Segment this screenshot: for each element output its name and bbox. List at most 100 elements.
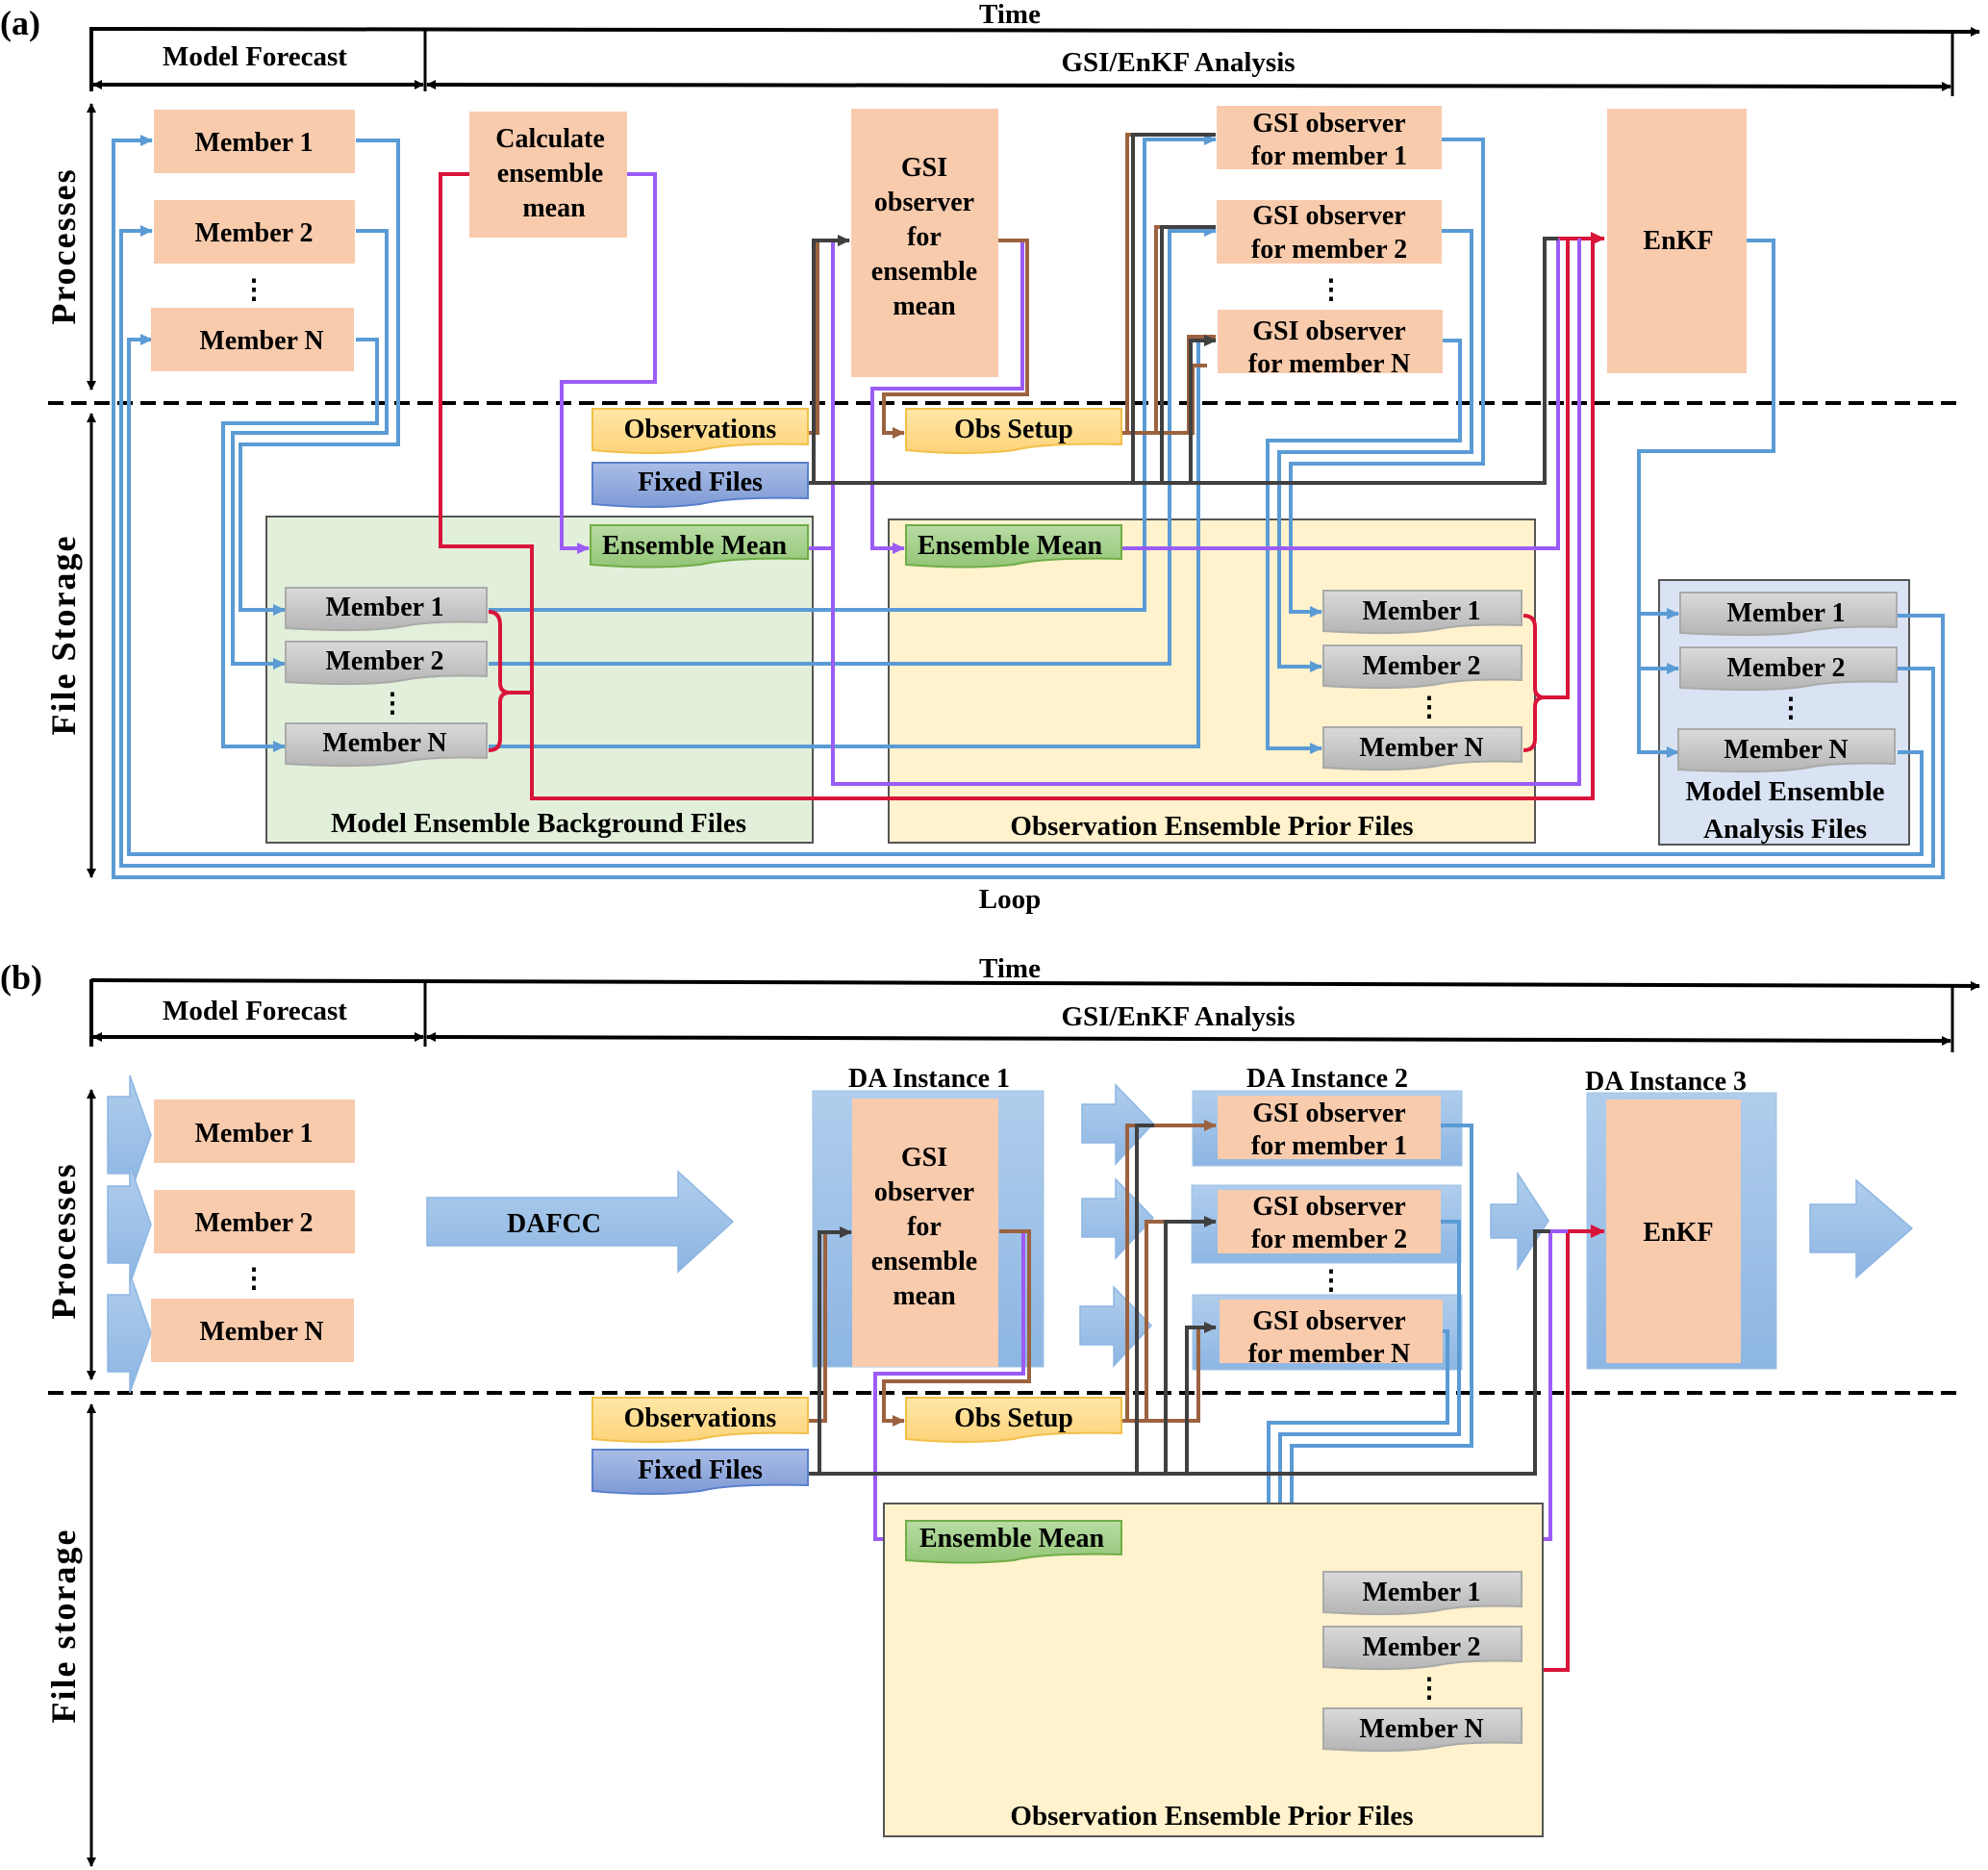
process-member-2[interactable]: [154, 200, 355, 264]
gsi-member-processes-b: GSI observer for member 1 GSI observer f…: [1218, 1096, 1443, 1369]
gsi-member-n-line1: GSI observer: [1252, 316, 1405, 346]
prior-ensemble-mean[interactable]: [905, 1520, 1122, 1564]
flow-arrow-icon: [1490, 1171, 1549, 1272]
ellipsis: ⋮: [1318, 1266, 1345, 1296]
analysis-files-title-line1: Model Ensemble: [1685, 776, 1884, 807]
phase-analysis: GSI/EnKF Analysis: [1061, 1001, 1295, 1032]
analysis-member-n-label: Member N: [1724, 735, 1848, 765]
flow-arrow-icon: [107, 1164, 152, 1285]
time-axis: [90, 26, 1980, 37]
prior-member-2[interactable]: [1322, 644, 1522, 690]
observations-label: Observations: [624, 1403, 777, 1433]
gsi-mean-line: mean: [893, 1281, 956, 1311]
background-member-2[interactable]: [285, 641, 488, 686]
red-connectors: [439, 172, 1605, 800]
gsi-member-1-process[interactable]: [1217, 106, 1442, 169]
background-files-box: [265, 516, 814, 844]
gsi-member-2-process[interactable]: [1217, 200, 1442, 264]
gsi-member-1-line1: GSI observer: [1252, 109, 1405, 139]
prior-member-n[interactable]: [1322, 1707, 1522, 1753]
file-storage-lane-label: File storage: [44, 1529, 83, 1724]
fixed-files-connectors: [808, 1124, 1550, 1476]
gsi-member-2-line2: for member 2: [1251, 235, 1407, 265]
gsi-member-n-process[interactable]: [1220, 1300, 1443, 1363]
prior-member-1[interactable]: [1322, 1571, 1522, 1616]
panel-a: (a) Time Model Forecast GSI/EnKF Analysi…: [0, 0, 1980, 915]
prior-ensemble-mean[interactable]: [905, 524, 1122, 569]
prior-member-n[interactable]: [1322, 726, 1522, 771]
gsi-member-2-process[interactable]: [1218, 1190, 1441, 1253]
process-member-n-label: Member N: [199, 326, 323, 356]
dafcc-arrow-icon: [426, 1170, 735, 1274]
ellipsis: ⋮: [240, 275, 267, 305]
process-member-n[interactable]: [151, 1299, 354, 1362]
gsi-member-n-process[interactable]: [1218, 310, 1443, 373]
obs-setup-file[interactable]: [905, 1397, 1122, 1443]
gsi-mean-process[interactable]: GSI observer for ensemble mean: [851, 109, 998, 377]
analysis-span: [426, 1032, 1951, 1046]
background-ensemble-mean[interactable]: [590, 524, 809, 569]
gsi-mean-line: mean: [893, 291, 956, 321]
gsi-member-n-line1: GSI observer: [1252, 1306, 1405, 1336]
ellipsis: ⋮: [1777, 694, 1804, 723]
ellipsis: ⋮: [240, 1264, 267, 1294]
forecast-members-b: Member 1 Member 2 ⋮ Member N: [151, 1099, 355, 1362]
gsi-mean-line: GSI: [901, 153, 947, 183]
obs-setup-label: Obs Setup: [954, 1403, 1073, 1433]
dafcc-label: DAFCC: [507, 1209, 601, 1239]
background-member-n[interactable]: [285, 722, 488, 768]
flow-arrow-icon: [1081, 1177, 1155, 1260]
prior-files: Ensemble Mean Member 1 Member 2 ⋮ Member…: [905, 524, 1522, 771]
obs-setup-file[interactable]: [905, 408, 1122, 454]
calc-mean-line3: mean: [522, 193, 586, 223]
gsi-member-1-line1: GSI observer: [1252, 1099, 1405, 1128]
prior-files-b: Ensemble Mean Member 1 Member 2 ⋮ Member…: [905, 1520, 1522, 1753]
prior-member-2-label: Member 2: [1362, 651, 1480, 681]
phase-model-forecast: Model Forecast: [163, 41, 347, 72]
enkf-process[interactable]: EnKF: [1607, 109, 1747, 373]
gsi-member-2-line2: for member 2: [1251, 1225, 1407, 1254]
purple-connectors: [560, 172, 1581, 786]
observations-file[interactable]: [591, 1397, 809, 1443]
background-member-2-label: Member 2: [325, 646, 443, 676]
observations-file[interactable]: [591, 408, 809, 454]
calc-mean-process[interactable]: Calculate ensemble mean: [469, 112, 627, 238]
analysis-member-2[interactable]: [1679, 646, 1898, 692]
calc-mean-line1: Calculate: [495, 124, 605, 154]
phase-analysis: GSI/EnKF Analysis: [1061, 47, 1295, 78]
process-member-1[interactable]: [154, 110, 355, 173]
gsi-member-1-line2: for member 1: [1251, 141, 1407, 171]
fixed-files-connectors: [808, 133, 1558, 485]
prior-member-n-label: Member N: [1359, 733, 1483, 763]
process-member-2[interactable]: [154, 1190, 355, 1253]
enkf-process-b[interactable]: EnKF: [1606, 1099, 1741, 1363]
ellipsis: ⋮: [1416, 1674, 1443, 1704]
gsi-member-1-line2: for member 1: [1251, 1131, 1407, 1161]
loop-label: Loop: [979, 884, 1041, 915]
analysis-member-1-label: Member 1: [1726, 598, 1845, 628]
process-member-n[interactable]: [151, 308, 354, 371]
process-member-1-label: Member 1: [194, 128, 313, 158]
background-member-1[interactable]: [285, 587, 488, 632]
prior-member-2[interactable]: [1322, 1626, 1522, 1671]
prior-member-1[interactable]: [1322, 590, 1522, 635]
ellipsis: ⋮: [379, 689, 406, 719]
background-member-1-label: Member 1: [325, 593, 443, 622]
gsi-member-n-line2: for member N: [1248, 349, 1410, 379]
ellipsis: ⋮: [1318, 275, 1345, 305]
fixed-files[interactable]: [591, 1449, 809, 1495]
fixed-files[interactable]: [591, 462, 809, 508]
inputs-a: Observations Fixed Files Obs Setup: [591, 408, 1122, 508]
process-member-2-label: Member 2: [194, 218, 313, 248]
gsi-member-processes: GSI observer for member 1 GSI observer f…: [1217, 106, 1443, 379]
analysis-member-1[interactable]: [1679, 592, 1898, 637]
processes-lane-label: Processes: [44, 167, 83, 324]
gsi-mean-process-b[interactable]: GSI observer for ensemble mean: [852, 1099, 998, 1367]
background-files: Ensemble Mean Member 1 Member 2 ⋮ Member…: [285, 524, 809, 768]
process-member-1[interactable]: [154, 1099, 355, 1163]
analysis-member-n[interactable]: [1677, 728, 1896, 773]
prior-member-n-label: Member N: [1359, 1714, 1483, 1744]
gsi-member-1-process[interactable]: [1218, 1096, 1441, 1159]
